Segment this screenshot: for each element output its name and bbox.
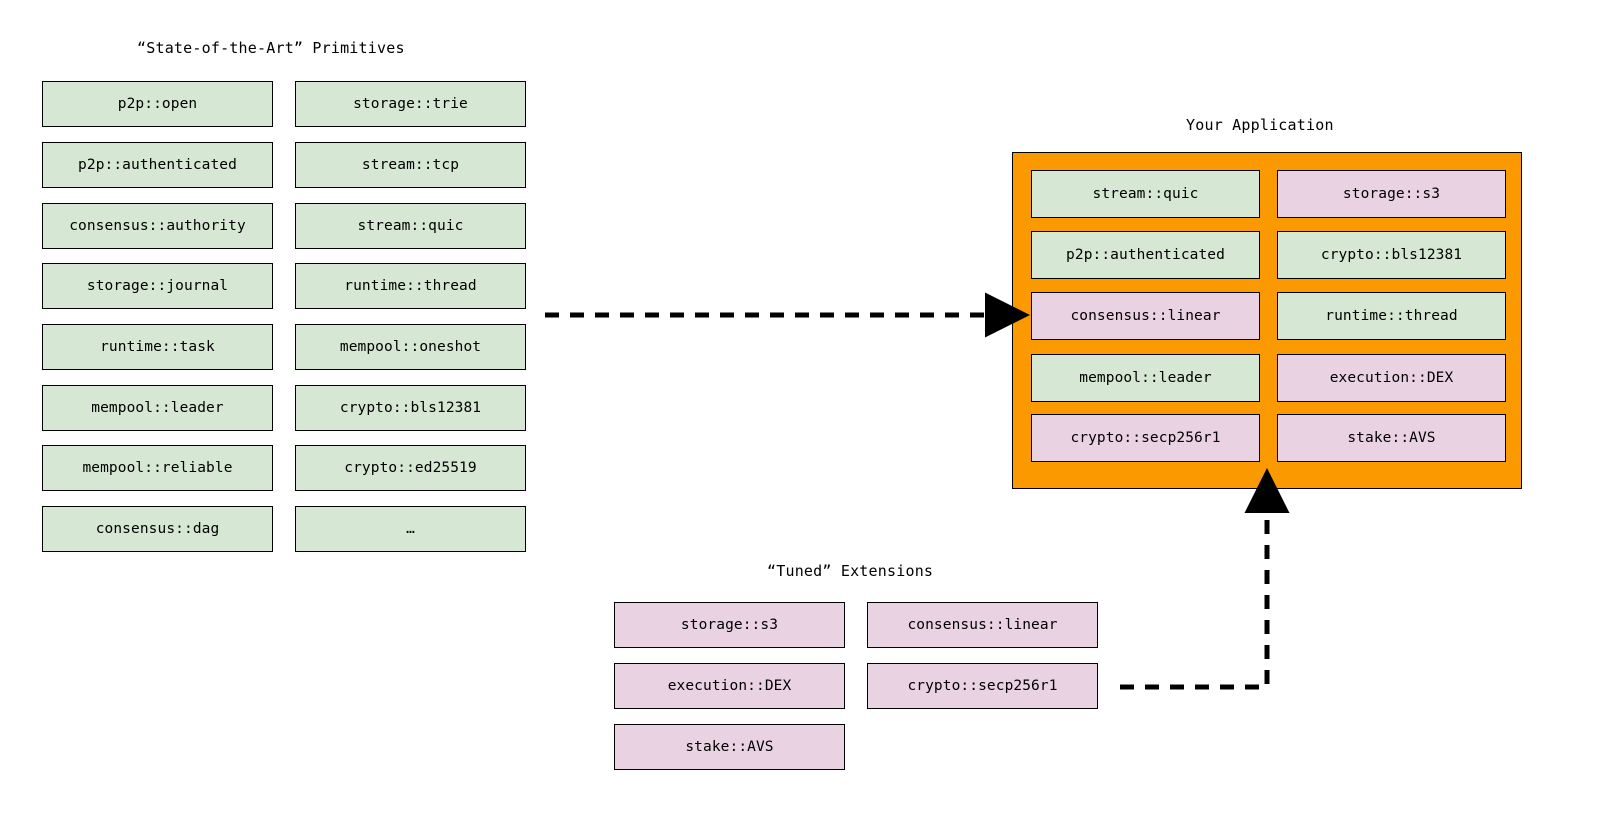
module-box: storage::trie [295, 81, 526, 127]
module-box-label: execution::DEX [667, 678, 792, 694]
module-box-label: stream::quic [1092, 186, 1199, 202]
extensions-panel-title: “Tuned” Extensions [767, 562, 934, 580]
module-box: consensus::authority [42, 203, 273, 249]
module-box-label: storage::trie [353, 96, 468, 112]
module-box: mempool::oneshot [295, 324, 526, 370]
module-box-label: storage::journal [86, 278, 229, 294]
module-box: mempool::leader [1031, 354, 1260, 402]
module-box: runtime::task [42, 324, 273, 370]
extensions-to-application-arrow [1120, 468, 1290, 690]
module-box-label: mempool::leader [1079, 370, 1212, 386]
module-box-label: consensus::linear [1070, 308, 1221, 324]
module-box: execution::DEX [614, 663, 845, 709]
module-box-label: stream::tcp [361, 157, 460, 173]
module-box-label: … [406, 521, 415, 537]
module-box: storage::s3 [614, 602, 845, 648]
module-box-label: stream::quic [357, 218, 464, 234]
primitives-panel-title: “State-of-the-Art” Primitives [137, 39, 405, 57]
module-box: runtime::thread [1277, 292, 1506, 340]
module-box: p2p::authenticated [42, 142, 273, 188]
module-box: … [295, 506, 526, 552]
module-box: consensus::linear [867, 602, 1098, 648]
module-box-label: crypto::bls12381 [1320, 247, 1463, 263]
module-box-label: stake::AVS [685, 739, 774, 755]
module-box-label: runtime::thread [1325, 308, 1458, 324]
module-box: stream::quic [1031, 170, 1260, 218]
module-box: mempool::leader [42, 385, 273, 431]
application-panel-title: Your Application [1186, 116, 1334, 134]
module-box: crypto::bls12381 [1277, 231, 1506, 279]
module-box: execution::DEX [1277, 354, 1506, 402]
module-box: stake::AVS [614, 724, 845, 770]
module-box-label: crypto::bls12381 [339, 400, 482, 416]
module-box: storage::journal [42, 263, 273, 309]
module-box: consensus::linear [1031, 292, 1260, 340]
module-box: stream::tcp [295, 142, 526, 188]
module-box: storage::s3 [1277, 170, 1506, 218]
module-box: crypto::ed25519 [295, 445, 526, 491]
module-box: runtime::thread [295, 263, 526, 309]
module-box-label: consensus::dag [95, 521, 220, 537]
module-box-label: storage::s3 [680, 617, 779, 633]
module-box: consensus::dag [42, 506, 273, 552]
module-box-label: consensus::linear [907, 617, 1058, 633]
module-box-label: p2p::authenticated [1066, 247, 1225, 263]
module-box-label: consensus::authority [69, 218, 246, 234]
module-box-label: mempool::reliable [82, 460, 233, 476]
module-box: mempool::reliable [42, 445, 273, 491]
module-box-label: mempool::oneshot [339, 339, 482, 355]
module-box: p2p::authenticated [1031, 231, 1260, 279]
module-box-label: runtime::task [100, 339, 215, 355]
module-box: crypto::secp256r1 [867, 663, 1098, 709]
module-box-label: crypto::ed25519 [344, 460, 477, 476]
module-box-label: storage::s3 [1342, 186, 1441, 202]
module-box-label: p2p::authenticated [78, 157, 237, 173]
module-box-label: mempool::leader [91, 400, 224, 416]
module-box-label: crypto::secp256r1 [907, 678, 1058, 694]
module-box: crypto::secp256r1 [1031, 414, 1260, 462]
module-box: crypto::bls12381 [295, 385, 526, 431]
module-box: stream::quic [295, 203, 526, 249]
module-box-label: stake::AVS [1347, 430, 1436, 446]
module-box: p2p::open [42, 81, 273, 127]
module-box-label: p2p::open [117, 96, 198, 112]
module-box-label: execution::DEX [1329, 370, 1454, 386]
module-box: stake::AVS [1277, 414, 1506, 462]
module-box-label: crypto::secp256r1 [1070, 430, 1221, 446]
module-box-label: runtime::thread [344, 278, 477, 294]
